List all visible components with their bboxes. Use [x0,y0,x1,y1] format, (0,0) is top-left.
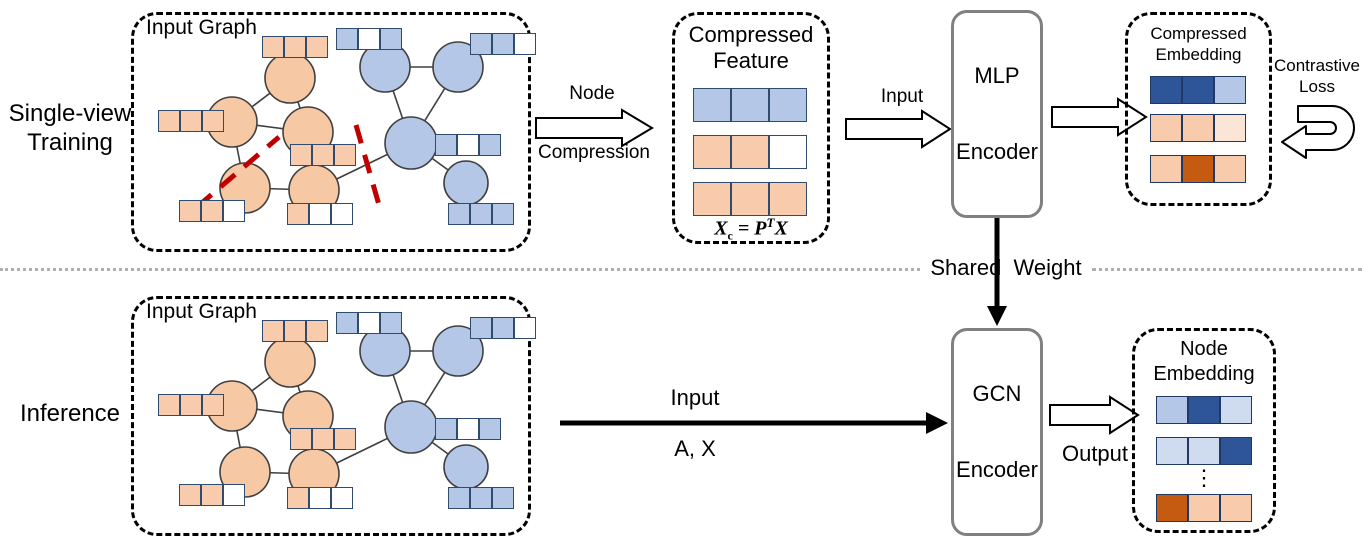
top-input-graph-box [131,12,531,252]
row-label-inference: Inference [19,400,121,427]
compressed-feature-box [672,12,830,244]
node-embedding-title-line1: Node [1180,338,1228,360]
feature-vector [290,144,356,166]
mlp-encoder-line1: MLP [974,63,1020,89]
node-compression-top-label: Node [569,83,615,104]
node-embedding-ellipsis: ⋮ [1193,465,1215,490]
formula-sub: c [727,228,733,243]
top-graph-svg [195,41,489,216]
compressed-feature-row [693,182,807,216]
feature-vector [448,203,514,225]
compressed-embedding-title-line1: Compressed [1150,24,1247,43]
formula-x: X [714,217,728,240]
feature-vector [287,487,353,509]
gcn-output-arrow [1049,395,1140,435]
bottom-input-arrow-bottom-label: A, X [674,436,716,461]
node-embedding-row [1156,396,1252,424]
contrastive-loss-line1: Contrastive [1274,56,1360,75]
feature-vector [470,33,536,55]
shared-weight-arrow [987,218,1007,326]
node-embedding-title-line2: Embedding [1153,363,1255,385]
compressed-feature-row [693,135,807,169]
compressed-embedding-row [1150,155,1246,183]
formula-sup: T [766,215,775,230]
top-input-arrow [845,109,952,149]
cut-line [195,124,382,209]
gcn-encoder-line1: GCN [972,381,1022,407]
feature-vector [158,110,224,132]
feature-vector [262,36,328,58]
gcn-encoder-line2: Encoder [956,457,1038,483]
mlp-encoder-line2: Encoder [956,139,1038,165]
compressed-embedding-title-line2: Embedding [1155,45,1242,64]
formula-x2: X [774,217,788,240]
mlp-encoder-box[interactable]: MLP Encoder [951,10,1043,218]
compressed-feature-title-line1: Compressed [688,22,814,47]
node-compression-arrow [535,108,654,148]
node-compression-bottom-label: Compression [538,142,650,163]
compressed-feature-formula: Xc = PTX [672,215,830,244]
node-embedding-box [1132,328,1276,533]
feature-vector [179,484,245,506]
gcn-output-label: Output [1061,441,1129,466]
compressed-embedding-box [1125,12,1272,206]
compressed-embedding-row [1150,114,1246,142]
bottom-input-graph-title: Input Graph [146,300,257,323]
feature-vector [448,487,514,509]
formula-p: P [754,217,767,240]
feature-vector [435,134,501,156]
bottom-graph-svg [206,325,489,500]
bottom-input-arrow [560,412,948,434]
feature-vector [158,394,224,416]
row-label-single-view-training: Single-view Training [8,100,132,156]
contrastive-loss-arrow [1281,105,1355,159]
contrastive-loss-line2: Loss [1299,77,1335,96]
feature-vector [262,320,328,342]
feature-vector [336,312,402,334]
feature-vector [470,317,536,339]
shared-weight-label: Shared Weight [930,255,1082,280]
section-divider-right [1092,268,1362,271]
section-divider-left [0,268,920,271]
feature-vector [287,203,353,225]
bottom-input-graph-box [131,296,531,536]
mlp-output-arrow [1051,97,1148,137]
node-embedding-row [1156,437,1252,465]
feature-vector [435,418,501,440]
feature-vector [179,200,245,222]
gcn-encoder-box[interactable]: GCN Encoder [951,328,1043,536]
feature-vector [336,28,402,50]
compressed-feature-row [693,88,807,122]
top-input-arrow-label: Input [880,86,924,107]
top-input-graph-title: Input Graph [146,16,257,39]
compressed-embedding-row [1150,76,1246,104]
formula-eq: = [732,217,755,240]
bottom-input-arrow-top-label: Input [670,385,720,410]
feature-vector [290,428,356,450]
compressed-feature-title-line2: Feature [713,48,789,73]
node-embedding-row [1156,494,1252,522]
